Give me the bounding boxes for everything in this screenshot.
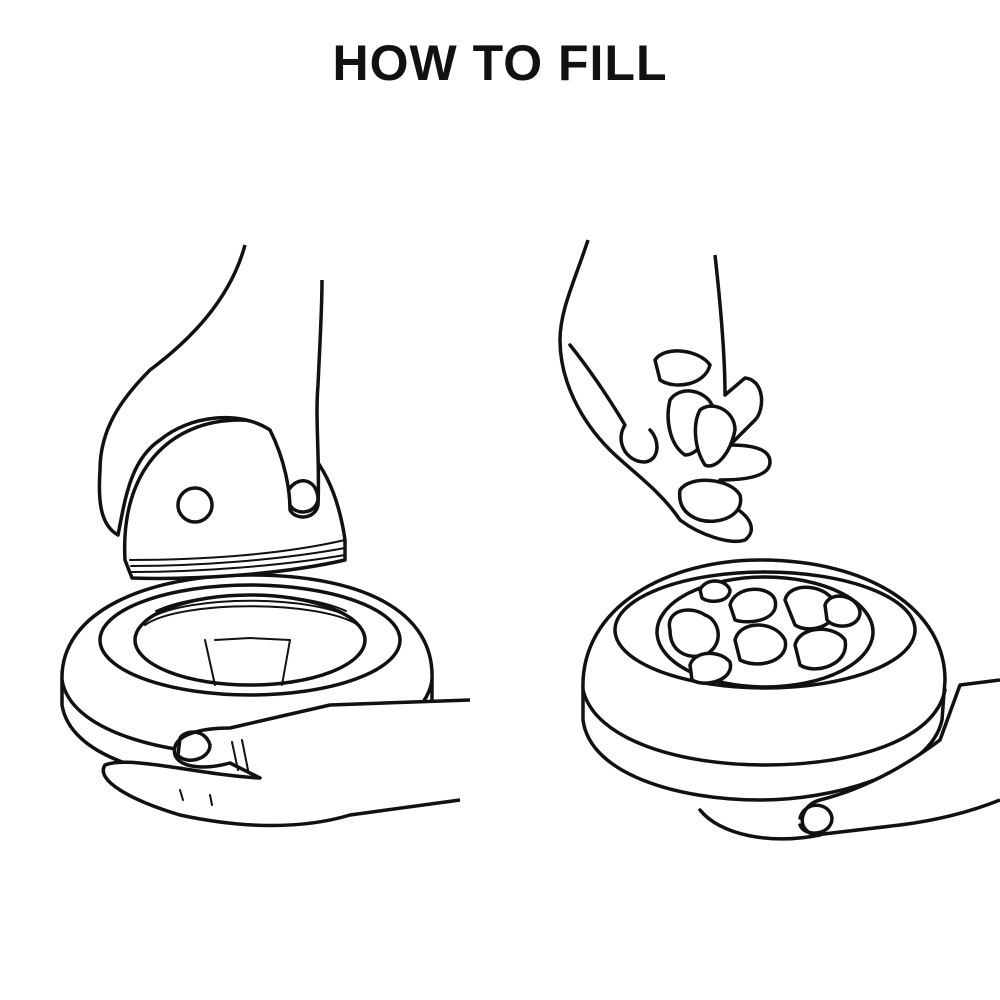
page-title: HOW TO FILL	[332, 35, 668, 91]
hand-dropping-food	[558, 239, 772, 543]
food-pieces	[667, 579, 862, 685]
step-1-illustration	[60, 244, 471, 828]
falling-food	[653, 349, 743, 523]
hand-holding-lid	[97, 244, 324, 537]
bowl-filled	[581, 558, 947, 802]
step-2-illustration	[558, 239, 1000, 841]
hand-holding-bowl	[101, 698, 471, 828]
